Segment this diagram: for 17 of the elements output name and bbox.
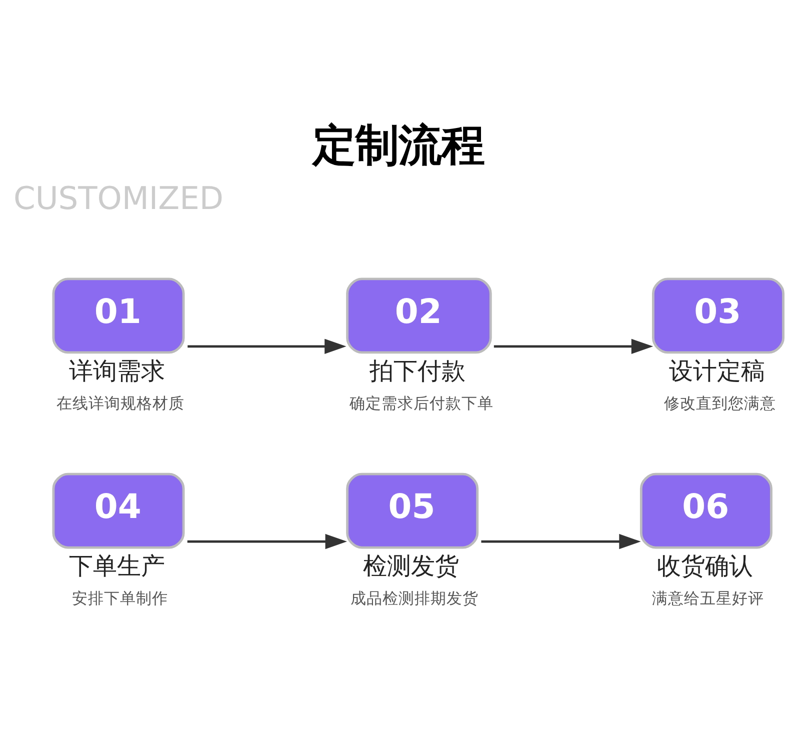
node-label: 收货确认: [656, 552, 753, 580]
arrow: [187, 533, 347, 549]
diagram-title: 定制流程: [312, 120, 485, 171]
node-label: 拍下付款: [370, 356, 466, 384]
node-label: 在线详询规格材质: [56, 392, 184, 412]
node-label: 下单生产: [69, 552, 166, 580]
node-label: 修改直到您满意: [664, 392, 776, 412]
node-label: 检测发货: [362, 552, 459, 580]
node-label: 确定需求后付款下单: [350, 392, 494, 412]
arrow: [481, 533, 641, 549]
node-label: 安排下单制作: [72, 588, 168, 607]
node-label: 成品检测排期发货: [350, 588, 478, 607]
arrow: [188, 338, 346, 354]
arrow: [494, 338, 654, 354]
node-label: 设计定稿: [668, 356, 765, 384]
node-label: 满意给五星好评: [652, 588, 764, 607]
node-label: 详询需求: [69, 356, 166, 384]
